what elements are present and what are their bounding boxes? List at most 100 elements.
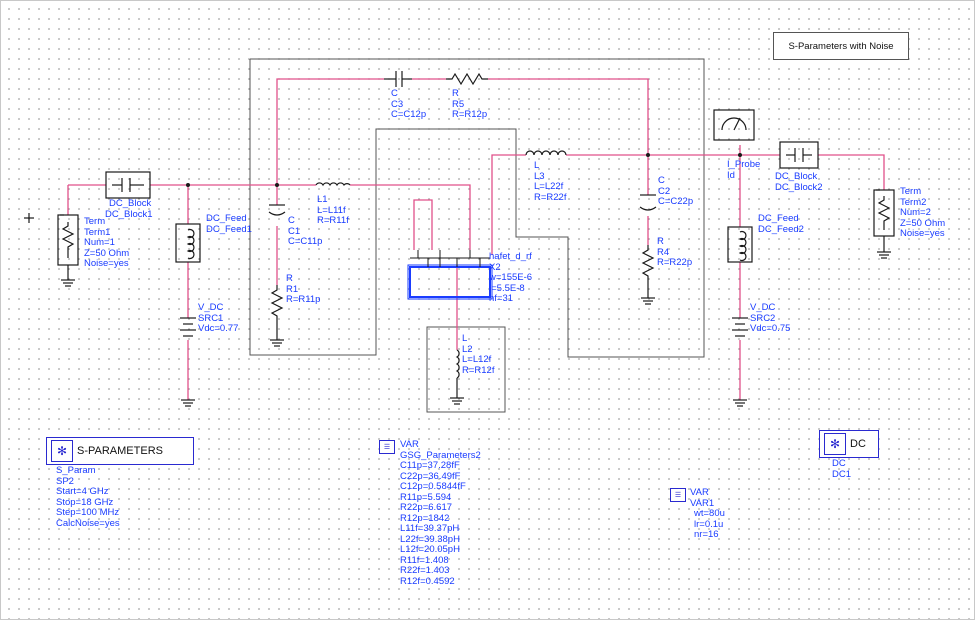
r4-value: R=R22p xyxy=(657,257,693,268)
c3-type: C xyxy=(391,88,398,99)
r1-label[interactable]: R R1 R=R11p xyxy=(286,273,321,306)
dc-controller[interactable]: ✻ DC xyxy=(819,430,879,458)
gnd-r4 xyxy=(641,297,655,305)
l3-type: L xyxy=(534,160,540,171)
l1-l: L=L11f xyxy=(317,204,346,216)
term1-label[interactable]: Term Term1 Num=1 Z=50 Ohm Noise=yes xyxy=(84,216,130,270)
c2-type: C xyxy=(658,175,665,186)
term2-num: Num=2 xyxy=(900,207,931,218)
l2-symbol xyxy=(450,349,464,405)
c1-type: C xyxy=(288,215,295,226)
var1-icon[interactable]: ☰ xyxy=(670,488,686,502)
c1-name: C1 xyxy=(288,225,301,237)
dc-block1-label[interactable]: DC_Block DC_Block1 xyxy=(105,198,153,220)
r4-label[interactable]: R R4 R=R22p xyxy=(657,236,693,269)
var-gsg-r12f: R12f=0.4592 xyxy=(400,575,455,587)
dc-feed2-type: DC_Feed xyxy=(758,213,799,224)
r5-symbol xyxy=(446,72,488,86)
s-parameters-controller[interactable]: ✻ S-PARAMETERS xyxy=(46,437,194,465)
var1-type: VAR xyxy=(690,487,709,498)
c3-label[interactable]: C C3 C=C12p xyxy=(391,88,426,121)
sparam-label[interactable]: S_Param SP2 Start=4 GHz Stop=18 GHz Step… xyxy=(56,465,120,529)
r1-name: R1 xyxy=(286,283,299,295)
term1-name: Term1 xyxy=(84,226,111,238)
x2-l: l=5.5E-8 xyxy=(489,282,525,294)
r1-value: R=R11p xyxy=(286,294,321,305)
var1-label[interactable]: VAR VAR1 wt=80u lr=0.1u nr=16 xyxy=(690,487,725,541)
gnd-r1 xyxy=(270,339,284,347)
c1-label[interactable]: C C1 C=C11p xyxy=(288,215,322,248)
wires xyxy=(67,78,885,400)
x2-label[interactable]: hafet_d_rf X2 w=155E-6 l=5.5E-8 nf=31 xyxy=(489,251,533,305)
x2-nf: nf=31 xyxy=(489,293,514,304)
x2-name: X2 xyxy=(489,261,501,273)
var-gsg-label[interactable]: VAR GSG_Parameters2 C11p=37.28fF C22p=36… xyxy=(400,439,481,587)
dc-feed1-type: DC_Feed xyxy=(206,213,247,224)
l2-label[interactable]: L L2 L=L12f R=R12f xyxy=(462,333,494,376)
c2-value: C=C22p xyxy=(658,196,694,207)
schematic-title: S-Parameters with Noise xyxy=(773,32,909,60)
dc-block1-symbol xyxy=(105,171,151,199)
l2-box xyxy=(426,326,506,413)
i-probe-name: Id xyxy=(727,169,735,181)
outer-box xyxy=(249,58,705,358)
l1-name: L1 xyxy=(317,194,328,205)
dc-block2-type: DC_Block xyxy=(775,171,818,182)
var-gsg-type: VAR xyxy=(400,439,419,450)
term1-num: Num=1 xyxy=(84,237,115,248)
l1-symbol xyxy=(315,182,351,187)
l3-l: L=L22f xyxy=(534,181,564,192)
term2-label[interactable]: Term Term2 Num=2 Z=50 Ohm Noise=yes xyxy=(900,186,945,240)
var-gsg-icon[interactable]: ☰ xyxy=(379,440,395,454)
src1-type: V_DC xyxy=(198,302,224,313)
c1-symbol xyxy=(268,204,286,216)
src2-type: V_DC xyxy=(750,302,776,313)
term2-type: Term xyxy=(900,186,922,197)
var-gsg-c22p: C22p=36.49fF xyxy=(400,470,461,482)
l3-name: L3 xyxy=(534,170,545,182)
var1-nr: nr=16 xyxy=(694,529,719,540)
layout-boxes xyxy=(249,58,705,413)
sparam-stop: Stop=18 GHz xyxy=(56,496,114,508)
x2-w: w=155E-6 xyxy=(489,272,533,283)
src2-name: SRC2 xyxy=(750,312,776,324)
l2-name: L2 xyxy=(462,343,473,355)
sparam-calc: CalcNoise=yes xyxy=(56,517,120,529)
dc-name: DC1 xyxy=(832,468,852,480)
dc-feed1-label[interactable]: DC_Feed DC_Feed1 xyxy=(206,213,252,235)
dc-feed2-label[interactable]: DC_Feed DC_Feed2 xyxy=(758,213,804,235)
var-gsg-r22f: R22f=1.403 xyxy=(400,565,450,576)
dc-label[interactable]: DC DC1 xyxy=(832,458,852,480)
c2-label[interactable]: C C2 C=C22p xyxy=(658,175,694,208)
c2-symbol xyxy=(639,194,657,211)
c3-name: C3 xyxy=(391,98,404,110)
l3-label[interactable]: L L3 L=L22f R=R22f xyxy=(534,160,566,203)
l1-r: R=R11f xyxy=(317,215,349,226)
r5-name: R5 xyxy=(452,98,465,110)
dc-block2-label[interactable]: DC_Block DC_Block2 xyxy=(775,171,823,193)
src1-name: SRC1 xyxy=(198,312,224,324)
term1-type: Term xyxy=(84,216,106,227)
r5-label[interactable]: R R5 R=R12p xyxy=(452,88,487,121)
r1-symbol xyxy=(270,285,284,340)
dc-block1-type: DC_Block xyxy=(109,198,152,209)
x2-symbol xyxy=(407,250,493,300)
sparam-start: Start=4 GHz xyxy=(56,486,109,497)
var-gsg-name: GSG_Parameters2 xyxy=(400,449,481,461)
sparam-name: SP2 xyxy=(56,475,74,487)
var1-wt: wt=80u xyxy=(694,508,725,519)
l2-l: L=L12f xyxy=(462,354,492,365)
src2-label[interactable]: V_DC SRC2 Vdc=0.75 xyxy=(750,302,790,335)
term1-z: Z=50 Ohm xyxy=(84,247,130,259)
var-gsg-r12p: R12p=1842 xyxy=(400,512,450,524)
src1-label[interactable]: V_DC SRC1 Vdc=0.77 xyxy=(198,302,238,335)
l2-type: L xyxy=(462,333,468,344)
c3-symbol xyxy=(384,71,412,87)
var-gsg-l22f: L22f=39.38pH xyxy=(400,533,460,545)
i-probe-label[interactable]: I_Probe Id xyxy=(727,159,760,181)
dc-block2-name: DC_Block2 xyxy=(775,181,823,193)
term2-name: Term2 xyxy=(900,196,927,208)
l1-label[interactable]: L1 L=L11f R=R11f xyxy=(317,194,349,227)
